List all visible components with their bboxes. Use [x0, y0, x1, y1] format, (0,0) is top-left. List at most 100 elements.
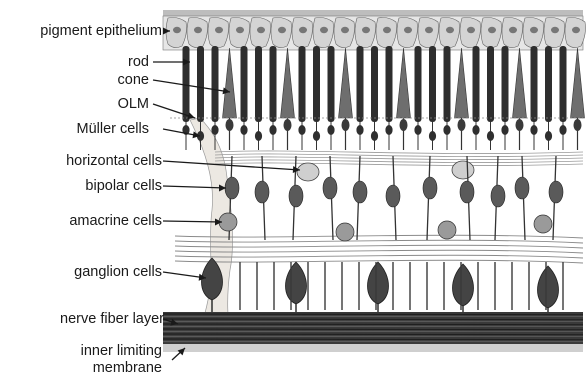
bipolar-cell	[323, 177, 337, 199]
label-horizontal-cells: horizontal cells	[66, 154, 162, 169]
pigment-nucleus	[446, 27, 454, 33]
label-muller-cells: Müller cells	[76, 122, 149, 137]
nerve-fiber-streak	[163, 319, 583, 320]
rod-nucleus	[269, 125, 276, 135]
pigment-nucleus	[383, 27, 391, 33]
inner-plexiform-fiber	[175, 235, 583, 238]
horizontal-cell	[452, 161, 474, 179]
rod	[357, 46, 364, 122]
amacrine-cell	[534, 215, 552, 233]
bipolar-cell	[255, 181, 269, 203]
pigment-nucleus	[467, 27, 475, 33]
cone	[281, 48, 295, 118]
horizontal-cell	[297, 163, 319, 181]
pigment-nucleus	[194, 27, 202, 33]
rod-nucleus	[313, 131, 320, 141]
cone-nucleus	[342, 119, 350, 131]
bipolar-cell	[460, 181, 474, 203]
cone	[571, 48, 585, 118]
rod-nucleus	[530, 125, 537, 135]
rod	[197, 46, 204, 122]
rod	[241, 46, 248, 122]
outer-plexiform-fiber	[215, 163, 583, 166]
rod-nucleus	[559, 125, 566, 135]
pigment-nucleus	[173, 27, 181, 33]
rod	[386, 46, 393, 122]
inner-plexiform-fiber	[175, 255, 583, 258]
pigment-nucleus	[572, 27, 580, 33]
label-bipolar-cells: bipolar cells	[85, 179, 162, 194]
cone-nucleus	[458, 119, 466, 131]
bipolar-cell	[549, 181, 563, 203]
bipolar-cell	[491, 185, 505, 207]
bipolar-cell	[386, 185, 400, 207]
pigment-nucleus	[488, 27, 496, 33]
rod-nucleus	[385, 125, 392, 135]
nerve-fiber-streak	[163, 324, 583, 325]
rod-nucleus	[298, 125, 305, 135]
rod-nucleus	[472, 125, 479, 135]
bipolar-cell	[225, 177, 239, 199]
rod	[371, 46, 378, 122]
rod-nucleus	[487, 131, 494, 141]
pigment-nucleus	[320, 27, 328, 33]
rod-nucleus	[327, 125, 334, 135]
cone	[223, 48, 237, 118]
pigment-nucleus	[362, 27, 370, 33]
amacrine-cell	[438, 221, 456, 239]
inner-plexiform-fiber	[175, 245, 583, 248]
amacrine-cell	[336, 223, 354, 241]
pigment-nucleus	[215, 27, 223, 33]
cone-nucleus	[574, 119, 582, 131]
rod	[487, 46, 494, 122]
rod	[270, 46, 277, 122]
cone-nucleus	[400, 119, 408, 131]
pigment-nucleus	[530, 27, 538, 33]
rod	[212, 46, 219, 122]
outer-plexiform-fiber	[215, 154, 583, 157]
label-inner-limiting-membrane-line1: inner limiting	[81, 344, 162, 359]
ganglion-cell	[368, 262, 389, 304]
label-rod: rod	[128, 55, 149, 70]
cone-nucleus	[516, 119, 524, 131]
label-cone: cone	[118, 73, 149, 88]
rod-nucleus	[211, 125, 218, 135]
cone	[513, 48, 527, 118]
label-inner-limiting-membrane-line2: membrane	[93, 361, 162, 375]
outer-plexiform-fiber	[215, 160, 583, 163]
cone	[339, 48, 353, 118]
rod	[429, 46, 436, 122]
label-pigment-epithelium: pigment epithelium	[40, 24, 162, 39]
rod	[502, 46, 509, 122]
bipolar-cell	[423, 177, 437, 199]
label-ganglion-cells: ganglion cells	[74, 265, 162, 280]
cone-nucleus	[284, 119, 292, 131]
bipolar-cell	[515, 177, 529, 199]
rod	[531, 46, 538, 122]
label-amacrine-cells: amacrine cells	[69, 214, 162, 229]
pigment-nucleus	[341, 27, 349, 33]
nerve-fiber-streak	[163, 334, 583, 335]
rod	[183, 46, 190, 122]
bipolar-cell	[353, 181, 367, 203]
nerve-fiber-streak	[163, 314, 583, 315]
pigment-nucleus	[299, 27, 307, 33]
pigment-nucleus	[278, 27, 286, 33]
rod-nucleus	[429, 131, 436, 141]
cone	[397, 48, 411, 118]
rod	[328, 46, 335, 122]
cone-nucleus	[226, 119, 234, 131]
rod-nucleus	[255, 131, 262, 141]
inner-plexiform-fiber	[175, 250, 583, 253]
pigment-nucleus	[425, 27, 433, 33]
ganglion-cell	[538, 266, 559, 308]
bipolar-cell	[289, 185, 303, 207]
ganglion-cell	[286, 262, 307, 304]
outer-plexiform-fiber	[215, 151, 583, 154]
rod-nucleus	[240, 125, 247, 135]
rod	[255, 46, 262, 122]
pigment-nucleus	[404, 27, 412, 33]
outer-plexiform-fiber	[215, 157, 583, 160]
nerve-fiber-layer-band	[163, 312, 583, 352]
